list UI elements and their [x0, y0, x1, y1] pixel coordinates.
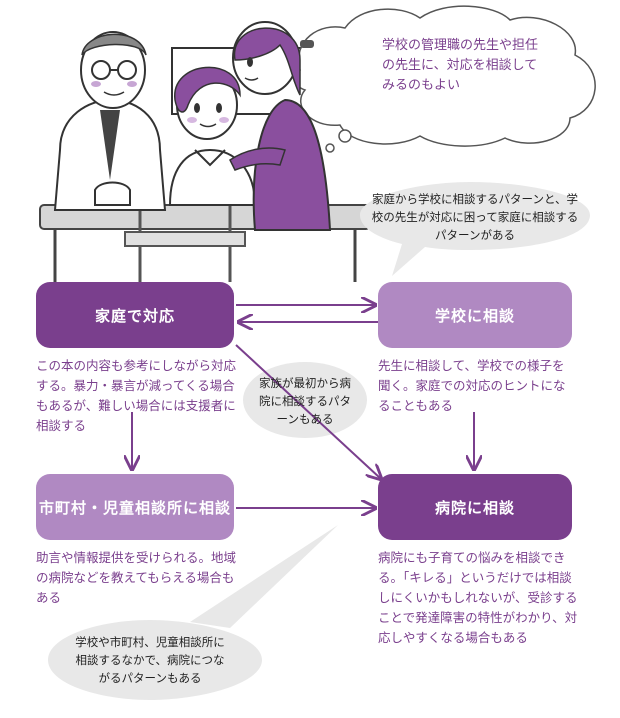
node-hospital: 病院に相談: [378, 474, 572, 540]
bottom-bubble-shape: [48, 525, 338, 700]
node-municipal: 市町村・児童相談所に相談: [36, 474, 234, 540]
node-hospital-desc: 病院にも子育ての悩みを相談できる。「キレる」というだけでは相談しにくいかもしれな…: [378, 550, 578, 645]
thought-cloud-shape: [293, 5, 596, 147]
patterns-bubble-text: 家庭から学校に相談するパターンと、学校の先生が対応に困って家庭に相談するパターン…: [371, 192, 579, 242]
node-school-desc: 先生に相談して、学校での様子を聞く。家庭での対応のヒントになることもある: [378, 358, 566, 413]
node-home-label: 家庭で対応: [94, 306, 175, 325]
bottom-bubble-text: 学校や市町村、児童相談所に相談するなかで、病院につながるパターンもある: [75, 635, 225, 685]
mother-figure: [229, 21, 332, 231]
family-hospital-bubble-text: 家族が最初から病院に相談するパターンもある: [259, 376, 351, 426]
arrow-home-to-hospital: [235, 344, 380, 478]
node-municipal-label: 市町村・児童相談所に相談: [38, 498, 231, 517]
teacher-figure: [53, 31, 167, 211]
node-home-desc: この本の内容も参考にしながら対応する。暴力・暴言が減ってくる場合もあるが、難しい…: [36, 358, 237, 433]
patterns-bubble-shape: [360, 182, 590, 276]
node-school-label: 学校に相談: [434, 306, 515, 325]
node-school: 学校に相談: [378, 282, 572, 348]
thought-cloud-text: 学校の管理職の先生や担任の先生に、対応を相談してみるのもよい: [382, 38, 539, 93]
student-figure: [168, 66, 257, 206]
node-hospital-label: 病院に相談: [434, 498, 515, 517]
node-municipal-desc: 助言や情報提供を受けられる。地域の病院などを教えてもらえる場合もある: [36, 550, 237, 605]
node-home: 家庭で対応: [36, 282, 234, 348]
